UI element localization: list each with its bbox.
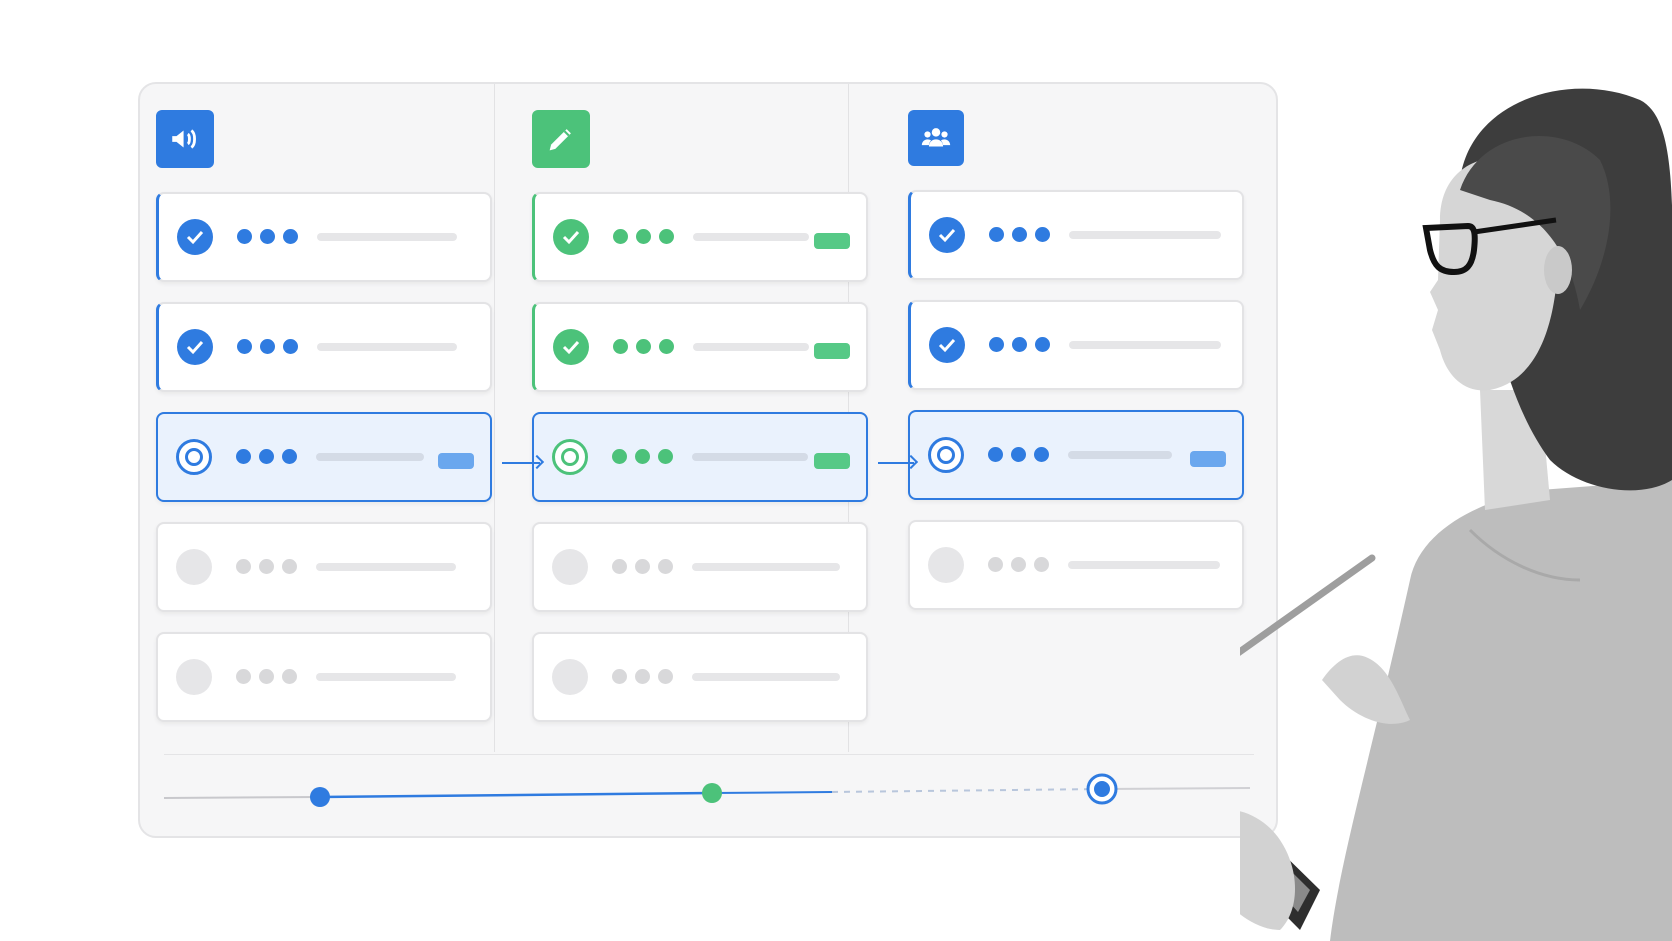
- check-circle-icon: [177, 329, 213, 365]
- dots-indicator: [613, 229, 674, 244]
- pending-circle-icon: [176, 659, 212, 695]
- task-card-active[interactable]: [908, 410, 1244, 500]
- status-tag: [814, 453, 850, 469]
- task-card-pending[interactable]: [908, 520, 1244, 610]
- text-placeholder-line: [692, 453, 808, 461]
- status-tag: [814, 233, 850, 249]
- check-circle-icon: [929, 327, 965, 363]
- check-circle-icon: [553, 329, 589, 365]
- text-placeholder-line: [693, 233, 809, 241]
- dots-indicator: [613, 339, 674, 354]
- dots-indicator: [236, 669, 297, 684]
- dots-indicator: [236, 559, 297, 574]
- team-icon[interactable]: [908, 110, 964, 166]
- status-tag: [1190, 451, 1226, 467]
- task-card-done[interactable]: [532, 302, 868, 392]
- task-card-active[interactable]: [156, 412, 492, 502]
- milestone-done[interactable]: [310, 787, 330, 807]
- text-placeholder-line: [1068, 561, 1220, 569]
- dots-indicator: [237, 229, 298, 244]
- check-circle-icon: [553, 219, 589, 255]
- workflow-board: [138, 82, 1278, 838]
- text-placeholder-line: [316, 563, 456, 571]
- column-announce: [156, 110, 496, 742]
- text-placeholder-line: [693, 343, 809, 351]
- timeline-divider: [164, 754, 1254, 755]
- pencil-icon[interactable]: [532, 110, 590, 168]
- person-with-tablet-illustration: [1240, 88, 1672, 941]
- check-circle-icon: [929, 217, 965, 253]
- text-placeholder-line: [692, 673, 840, 681]
- text-placeholder-line: [1068, 451, 1172, 459]
- task-card-active[interactable]: [532, 412, 868, 502]
- status-tag: [814, 343, 850, 359]
- text-placeholder-line: [1069, 231, 1221, 239]
- progress-ring-icon: [552, 439, 588, 475]
- progress-ring-icon: [176, 439, 212, 475]
- column-edit: [532, 110, 872, 742]
- task-card-pending[interactable]: [532, 522, 868, 612]
- task-card-pending[interactable]: [156, 632, 492, 722]
- column-divider: [494, 84, 495, 752]
- milestone-done[interactable]: [702, 783, 722, 803]
- megaphone-icon[interactable]: [156, 110, 214, 168]
- pending-circle-icon: [552, 659, 588, 695]
- progress-ring-icon: [928, 437, 964, 473]
- text-placeholder-line: [1069, 341, 1221, 349]
- dots-indicator: [236, 449, 297, 464]
- pending-circle-icon: [928, 547, 964, 583]
- flow-arrow: [502, 462, 540, 464]
- task-card-done[interactable]: [532, 192, 868, 282]
- text-placeholder-line: [317, 343, 457, 351]
- progress-timeline: [163, 773, 1251, 807]
- status-tag: [438, 453, 474, 469]
- dots-indicator: [237, 339, 298, 354]
- flow-arrow: [878, 462, 914, 464]
- pending-circle-icon: [552, 549, 588, 585]
- dots-indicator: [612, 669, 673, 684]
- dots-indicator: [989, 227, 1050, 242]
- pending-circle-icon: [176, 549, 212, 585]
- task-card-pending[interactable]: [156, 522, 492, 612]
- dots-indicator: [988, 557, 1049, 572]
- dots-indicator: [612, 449, 673, 464]
- text-placeholder-line: [316, 673, 456, 681]
- dots-indicator: [612, 559, 673, 574]
- text-placeholder-line: [316, 453, 424, 461]
- task-card-done[interactable]: [908, 190, 1244, 280]
- dots-indicator: [989, 337, 1050, 352]
- text-placeholder-line: [317, 233, 457, 241]
- task-card-pending[interactable]: [532, 632, 868, 722]
- text-placeholder-line: [692, 563, 840, 571]
- dots-indicator: [988, 447, 1049, 462]
- column-team: [908, 110, 1248, 630]
- task-card-done[interactable]: [908, 300, 1244, 390]
- task-card-done[interactable]: [156, 302, 492, 392]
- check-circle-icon: [177, 219, 213, 255]
- task-card-done[interactable]: [156, 192, 492, 282]
